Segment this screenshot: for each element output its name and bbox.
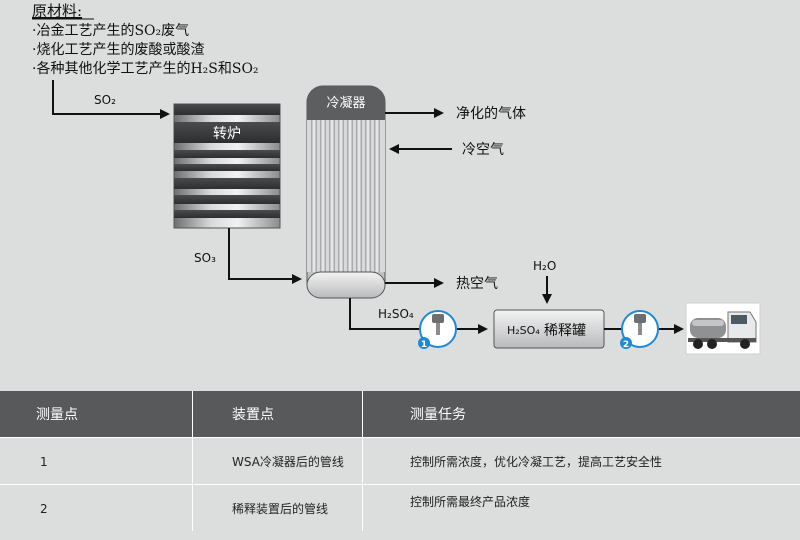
row1-task: 控制所需浓度，优化冷凝工艺，提高工艺安全性 [410,455,663,469]
converter-label: 转炉 [213,126,241,142]
clean-gas-label: 净化的气体 [456,106,526,122]
measurement-table: 测量点 装置点 测量任务 1 WSA冷凝器后的管线 控制所需浓度，优化冷凝工艺，… [0,391,800,532]
table-row: 2 稀释装置后的管线 控制所需最终产品浓度 [0,484,800,532]
tanker-truck-icon [685,302,761,355]
h2so4-line [349,298,488,334]
header-location: 装置点 [232,407,274,423]
tank-label: 稀释罐 [544,323,586,339]
row1-point: 1 [40,454,48,469]
so2-feed-line [52,80,170,119]
sensor-2-number: 2 [623,340,629,350]
sensor-2: 2 [620,310,659,350]
so3-line [228,228,302,284]
row2-task: 控制所需最终产品浓度 [410,495,531,509]
condenser-tubes [311,120,380,272]
so2-label: SO₂ [94,93,116,107]
cold-air-label: 冷空气 [462,142,504,158]
material-item-3: ·各种其他化学工艺产生的H₂S和SO₂ [32,61,259,77]
header-task: 测量任务 [410,407,466,423]
converter: 转炉 [173,103,281,229]
material-item-1: ·冶金工艺产生的SO₂废气 [32,23,189,39]
row1-location: WSA冷凝器后的管线 [232,455,344,469]
h2so4-label: H₂SO₄ [378,307,414,321]
sensor-1-number: 1 [421,340,427,350]
row2-point: 2 [40,501,48,516]
column-divider [362,391,363,531]
condenser: 冷凝器 [306,85,386,299]
materials-title: 原材料: [32,2,82,20]
sensor-1: 1 [418,310,457,350]
tank-acid-label: H₂SO₄ [507,324,540,337]
h2o-label: H₂O [533,259,556,273]
table-header: 测量点 装置点 测量任务 [0,391,800,437]
material-item-2: ·烧化工艺产生的废酸或酸渣 [32,42,204,58]
condenser-label: 冷凝器 [326,95,365,111]
dilution-tank: H₂SO₄ 稀释罐 [493,309,605,349]
flow-diagram: 原材料: ·冶金工艺产生的SO₂废气 ·烧化工艺产生的废酸或酸渣 ·各种其他化学… [32,2,761,355]
header-point: 测量点 [36,407,78,423]
table-row: 1 WSA冷凝器后的管线 控制所需浓度，优化冷凝工艺，提高工艺安全性 [0,437,800,485]
row2-location: 稀释装置后的管线 [232,502,329,516]
so3-label: SO₃ [194,251,216,265]
hot-air-label: 热空气 [456,276,498,292]
column-divider [192,391,193,531]
